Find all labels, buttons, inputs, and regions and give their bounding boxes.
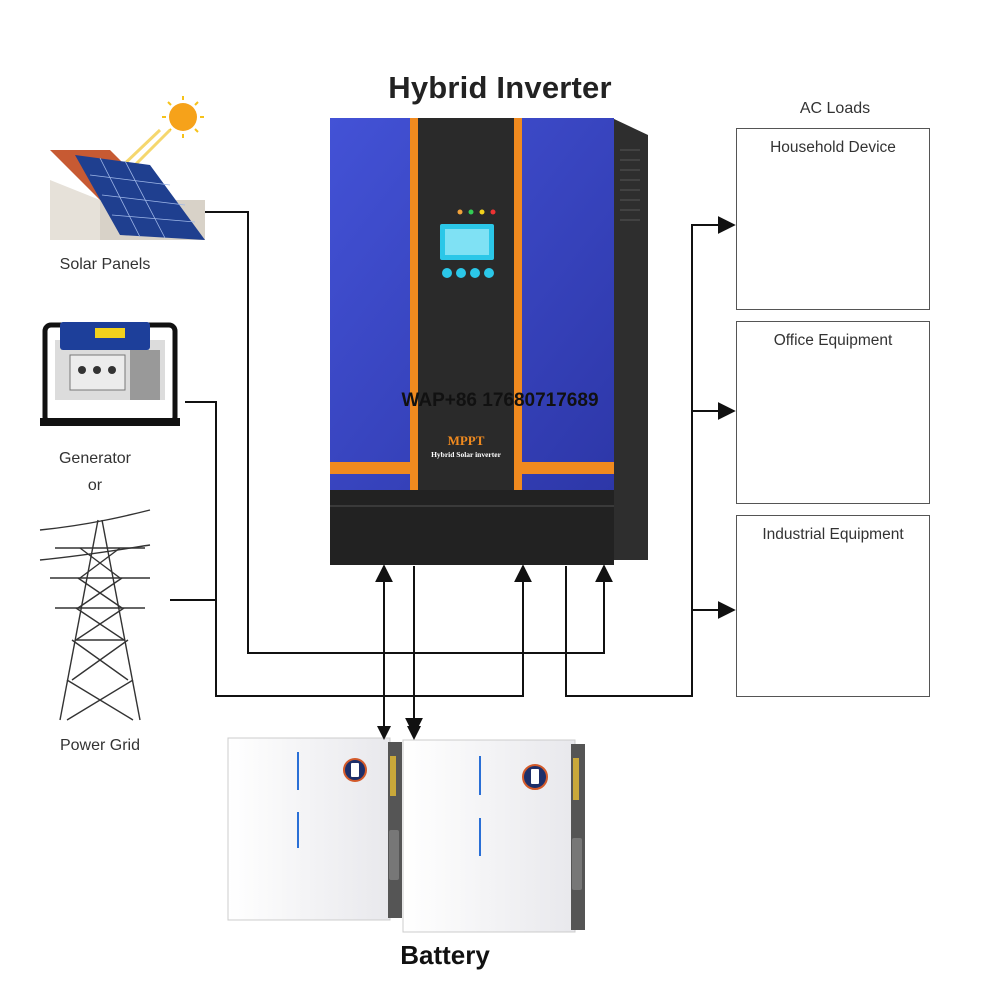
mppt-label: MPPT — [447, 433, 485, 448]
industrial-equipment-title: Industrial Equipment — [762, 526, 904, 543]
battery-image — [227, 737, 585, 933]
inverter-subtitle: Hybrid Solar inverter — [431, 450, 501, 459]
diagram-title: Hybrid Inverter — [388, 70, 612, 105]
battery-label: Battery — [400, 940, 490, 970]
household-device-box: Household Device — [736, 128, 930, 310]
or-label: or — [87, 477, 103, 494]
solar-panels-label: Solar Panels — [59, 256, 151, 273]
solar-panel-image — [50, 96, 205, 240]
arrow-down-battery-right — [407, 726, 421, 740]
power-tower-image — [39, 509, 151, 721]
connection-lines — [170, 211, 736, 736]
office-equipment-box: Office Equipment — [736, 321, 930, 504]
inverter-image — [330, 118, 648, 565]
arrow-down-battery-left — [377, 726, 391, 740]
power-grid-label: Power Grid — [59, 737, 141, 754]
generator-image — [40, 322, 180, 426]
watermark-text: WAP+86 17680717689 — [401, 390, 599, 411]
industrial-equipment-box: Industrial Equipment — [736, 515, 930, 697]
ac-loads-header: AC Loads — [799, 100, 871, 117]
generator-label: Generator — [58, 450, 132, 467]
office-equipment-title: Office Equipment — [773, 332, 893, 349]
household-device-title: Household Device — [770, 139, 896, 156]
